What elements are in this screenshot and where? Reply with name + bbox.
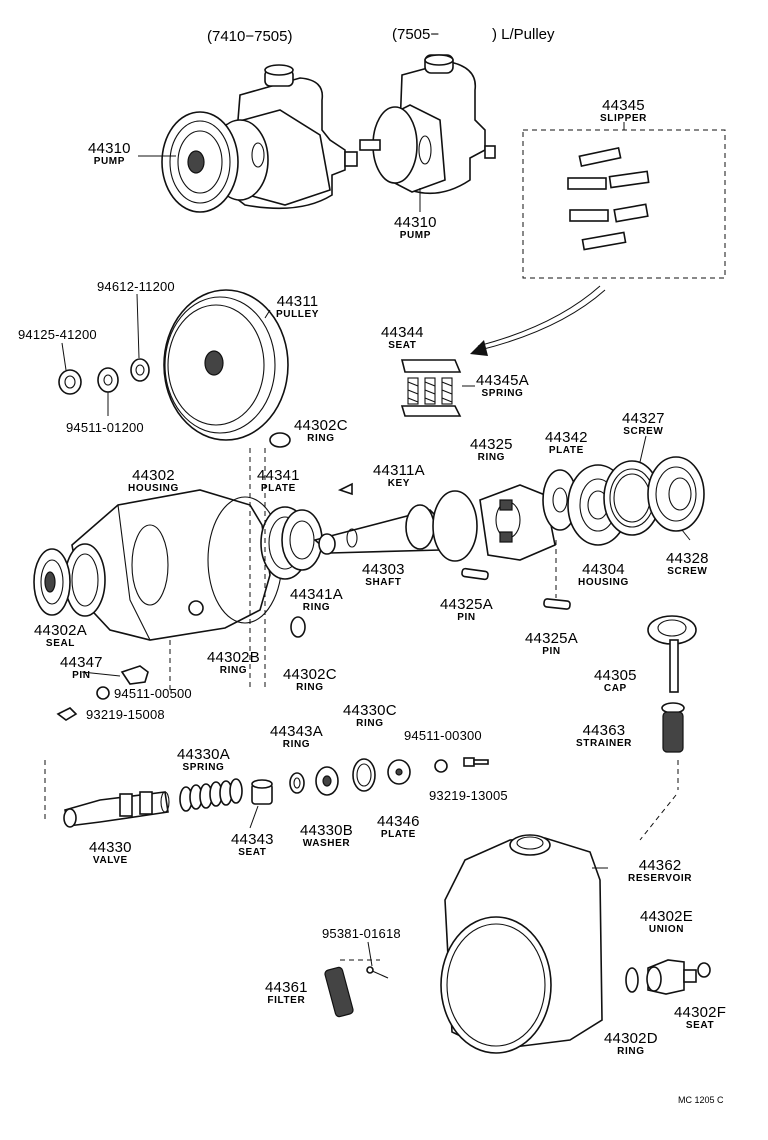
seat-44302f [697,962,711,978]
filter-44361 [324,959,380,1018]
seat-44343 [249,779,273,829]
seat-spring-set [400,359,475,417]
part-label-94125-41200: 94125-41200 [18,327,97,342]
pin-44325a-b [543,598,571,610]
pump-assembly-a [138,64,358,213]
part-label-93219-15008: 93219-15008 [86,707,165,722]
part-label-94612-11200: 94612-11200 [97,279,175,294]
part-label-95381-01618: 95381-01618 [322,926,401,941]
nut-94511-00500 [96,686,110,700]
part-label-94511-01200: 94511-01200 [66,420,144,435]
part-label-94511-00300: 94511-00300 [404,728,482,743]
ring-44302c-bottom [290,616,306,638]
pin-44347 [120,665,149,685]
bolt-93219-13005 [463,757,489,767]
screw-ring-44327 [603,435,661,536]
nut-94511-00300 [434,759,448,773]
shaft [313,504,441,555]
plate-ring [249,448,323,690]
nut-washers [58,293,150,416]
variant-header-b-suffix: ) L/Pulley [492,26,555,43]
bolt-93219-15008 [56,707,78,721]
pump-assembly-b [359,54,496,212]
spring-44330a [179,778,243,812]
ring-44302c-top [269,432,291,448]
part-label-93219-13005: 93219-13005 [429,788,508,803]
pin-95381-01618 [366,941,389,979]
union-44302e [646,959,697,995]
variant-header-a: (7410−7505) [207,28,293,45]
seal [33,548,71,616]
strainer-44363 [639,702,685,841]
slipper-kit-box [522,122,726,279]
pulley [163,289,289,441]
screw-cap-44328 [647,456,705,541]
pin-44325a-a [461,567,489,581]
housing-main [64,489,283,641]
ring-44302d [625,967,639,993]
cap-44305 [647,615,697,693]
variant-header-b: (7505− [392,26,440,43]
ring-44330c [352,758,376,792]
ring-44343a [289,772,305,794]
reservoir-44362 [440,834,608,1054]
valve-44330 [63,791,170,828]
rotor-ring [432,484,556,562]
key [337,482,353,496]
figure-code: MC 1205 C [678,1095,724,1105]
part-label-94511-00500: 94511-00500 [114,686,192,701]
